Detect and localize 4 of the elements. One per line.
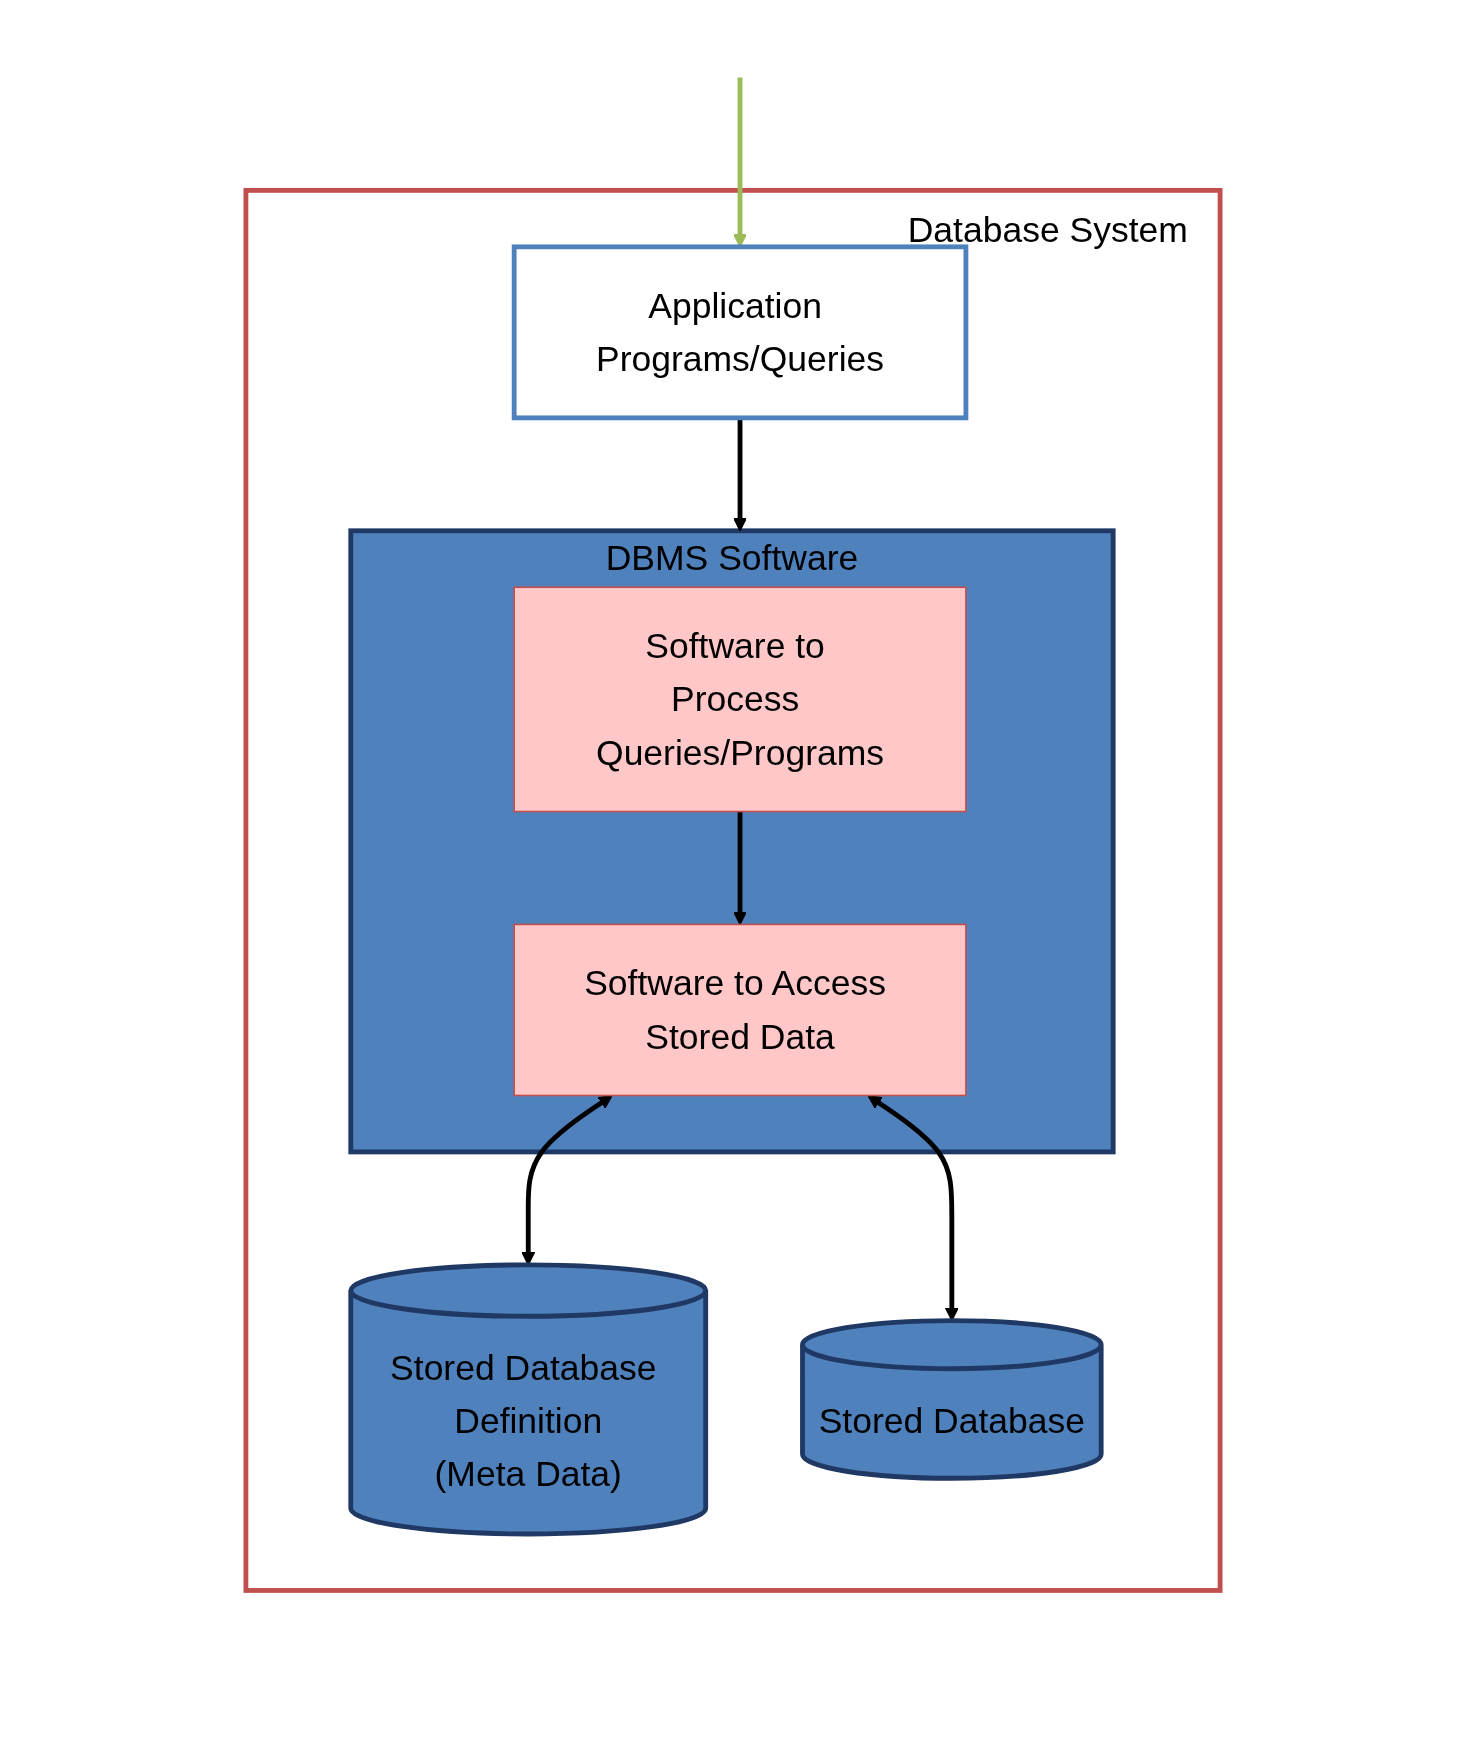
arrow: [732, 811, 748, 926]
node-box: Application Programs/Queries: [511, 244, 969, 421]
node-box: Software to Process Queries/Programs: [513, 586, 967, 813]
node-box: Software to Access Stored Data: [513, 923, 967, 1097]
